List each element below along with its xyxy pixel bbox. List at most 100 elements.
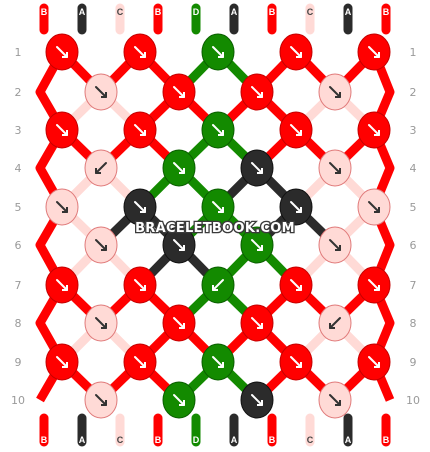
knot-arrow-icon: [368, 46, 380, 58]
knot-arrowhead-icon: [140, 362, 146, 368]
bottom-strand-label: A: [345, 435, 352, 445]
knot-arrowhead-icon: [218, 207, 224, 213]
bottom-strand-label: D: [193, 435, 200, 445]
knot: [357, 266, 391, 304]
bottom-strand-label: A: [231, 435, 238, 445]
knot: [201, 33, 235, 71]
knot-arrowhead-icon: [140, 207, 146, 213]
knot-arrow-icon: [173, 162, 185, 174]
knot-arrow-icon: [56, 201, 68, 213]
knot-arrow-icon: [212, 124, 224, 136]
knot-arrow-icon: [134, 124, 146, 136]
bottom-strand-label: A: [79, 435, 86, 445]
row-number-right: 4: [410, 162, 417, 175]
knot: [240, 381, 274, 419]
knot-arrowhead-icon: [335, 400, 341, 406]
knot: [318, 381, 352, 419]
knot-arrowhead-icon: [140, 285, 146, 291]
knot: [123, 188, 157, 226]
knot-arrow-icon: [134, 279, 146, 291]
knot: [45, 111, 79, 149]
knot: [123, 33, 157, 71]
knot: [45, 188, 79, 226]
knot: [201, 188, 235, 226]
knot: [123, 266, 157, 304]
knot-arrowhead-icon: [374, 52, 380, 58]
knot: [279, 266, 313, 304]
row-number-left: 8: [15, 317, 22, 330]
knot-arrowhead-icon: [62, 207, 68, 213]
watermark-text: BRACELETBOOK.COM: [135, 221, 295, 236]
knot: [318, 226, 352, 264]
knot-arrowhead-icon: [101, 245, 107, 251]
knot-arrow-icon: [134, 46, 146, 58]
knot-arrow-icon: [56, 356, 68, 368]
knot-arrowhead-icon: [335, 92, 341, 98]
knot: [84, 381, 118, 419]
knot-arrowhead-icon: [212, 285, 218, 291]
knot-arrow-icon: [56, 124, 68, 136]
knot-arrowhead-icon: [95, 168, 101, 174]
knot-arrow-icon: [95, 239, 107, 251]
knot-arrow-icon: [95, 317, 107, 329]
knot-arrow-icon: [368, 279, 380, 291]
row-number-left: 9: [15, 356, 22, 369]
bottom-strand-label: C: [117, 435, 124, 445]
knot: [84, 304, 118, 342]
row-number-right: 1: [410, 46, 417, 59]
top-strand-label: A: [345, 7, 352, 17]
knot-arrowhead-icon: [374, 362, 380, 368]
knot-arrow-icon: [329, 317, 341, 329]
knot: [162, 73, 196, 111]
bottom-strand-label: B: [383, 435, 390, 445]
knot-arrow-icon: [368, 124, 380, 136]
knot-arrow-icon: [290, 356, 302, 368]
left-edge-strand: [35, 49, 67, 403]
knot-arrowhead-icon: [62, 285, 68, 291]
knot: [357, 111, 391, 149]
knot: [318, 149, 352, 187]
knot-arrow-icon: [56, 46, 68, 58]
row-number-right: 3: [410, 124, 417, 137]
knot: [240, 73, 274, 111]
top-strand-label: C: [117, 7, 124, 17]
knot-arrow-icon: [290, 279, 302, 291]
knot-arrowhead-icon: [296, 285, 302, 291]
knot-arrow-icon: [173, 394, 185, 406]
knot-arrowhead-icon: [179, 400, 185, 406]
top-strand-label: C: [307, 7, 314, 17]
knot-arrowhead-icon: [296, 362, 302, 368]
knot-arrowhead-icon: [140, 130, 146, 136]
knot-arrow-icon: [95, 394, 107, 406]
knot: [201, 343, 235, 381]
bottom-strand-label: B: [155, 435, 162, 445]
knot-arrowhead-icon: [329, 323, 335, 329]
knot-arrow-icon: [251, 317, 263, 329]
knot-arrow-icon: [368, 201, 380, 213]
top-strand-label: B: [269, 7, 276, 17]
knot-arrowhead-icon: [101, 323, 107, 329]
knot: [162, 149, 196, 187]
bottom-strand-label: B: [269, 435, 276, 445]
knot-arrowhead-icon: [101, 400, 107, 406]
row-number-left: 4: [15, 162, 22, 175]
knot: [45, 343, 79, 381]
knot-arrow-icon: [329, 162, 341, 174]
knot-arrow-icon: [329, 239, 341, 251]
knot-arrowhead-icon: [179, 323, 185, 329]
knot-arrow-icon: [251, 86, 263, 98]
knot-arrowhead-icon: [296, 207, 302, 213]
knot: [240, 226, 274, 264]
knot-arrowhead-icon: [179, 92, 185, 98]
knot: [84, 226, 118, 264]
knot-arrowhead-icon: [218, 52, 224, 58]
knot: [357, 343, 391, 381]
knot-arrowhead-icon: [62, 362, 68, 368]
knot-arrow-icon: [290, 201, 302, 213]
row-number-right: 10: [406, 394, 420, 407]
knot-arrowhead-icon: [335, 245, 341, 251]
top-strand-label: B: [383, 7, 390, 17]
knot: [201, 111, 235, 149]
